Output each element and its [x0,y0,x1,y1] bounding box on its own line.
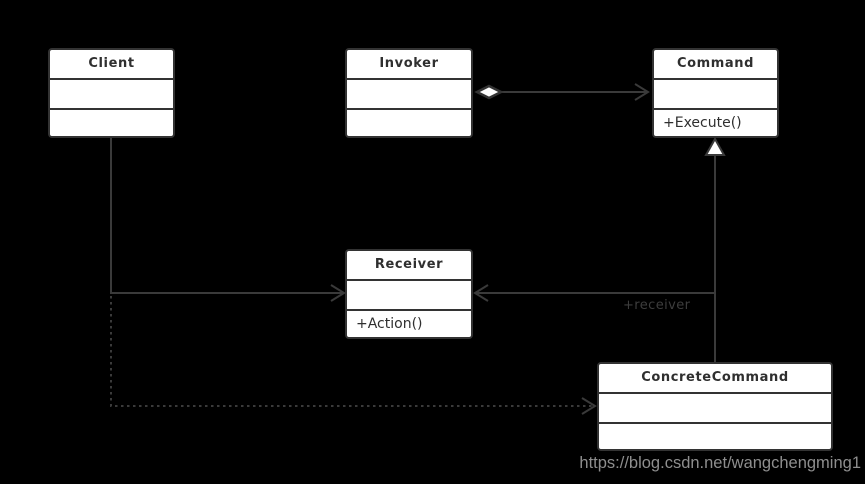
class-receiver-title: Receiver [374,257,444,272]
watermark-url: https://blog.csdn.net/wangchengming1 [579,454,861,472]
class-command-attributes [654,78,777,108]
class-client-attributes [50,78,173,108]
aggregation-diamond-icon [474,84,504,100]
edge-concretecommand-receiver-association [473,284,715,302]
open-arrowhead-icon [581,397,597,415]
class-invoker-methods [347,108,471,136]
class-concrete-command: ConcreteCommand [597,362,833,451]
edge-client-concretecommand-dependency [110,296,597,415]
edge-concretecommand-command-generalization [704,136,726,362]
class-invoker-title: Invoker [379,56,439,71]
class-invoker: Invoker [345,48,473,138]
class-receiver: Receiver +Action() [345,249,473,339]
class-command-title: Command [676,56,755,71]
class-client-title: Client [88,56,135,71]
open-arrowhead-icon [634,83,650,101]
open-arrowhead-icon [330,284,346,302]
edge-label-receiver-role: +receiver [623,298,691,313]
open-arrowhead-icon [473,284,489,302]
edge-client-receiver-association [110,138,346,302]
class-concrete-command-attributes [599,392,831,422]
edge-invoker-command-aggregation [474,83,650,101]
class-command: Command +Execute() [652,48,779,138]
class-receiver-method-action: +Action() [347,309,471,337]
class-command-method-execute: +Execute() [654,108,777,136]
class-client-methods [50,108,173,136]
class-receiver-attributes [347,279,471,309]
class-concrete-command-methods [599,422,831,449]
generalization-triangle-icon [704,136,726,156]
class-invoker-attributes [347,78,471,108]
class-client: Client [48,48,175,138]
class-concrete-command-title: ConcreteCommand [641,370,789,385]
